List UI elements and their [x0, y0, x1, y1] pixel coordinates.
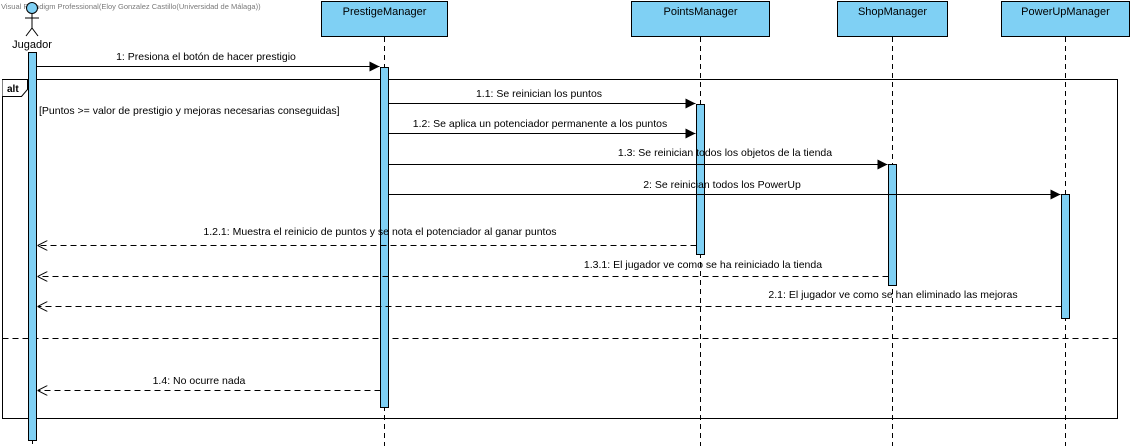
activation-jugador — [28, 52, 37, 441]
activation-prestigemanager — [380, 67, 389, 408]
message-1-3[interactable]: 1.3: Se reinician todos los objetos de l… — [388, 147, 888, 170]
activations — [28, 52, 1070, 441]
activation-pointsmanager — [696, 104, 705, 255]
participant-name: PowerUpManager — [1021, 6, 1110, 18]
fragment-operator-tab — [2, 79, 28, 97]
message-label: 1.3: Se reinician todos los objetos de l… — [618, 147, 832, 159]
watermark: Visual Paradigm Professional(Eloy Gonzal… — [1, 2, 261, 11]
participant-powerupmanager[interactable]: PowerUpManager — [1001, 1, 1130, 37]
fragment-frame — [2, 79, 1118, 419]
message-1-4[interactable]: 1.4: No ocurre nada — [37, 375, 381, 391]
message-label: 1.1: Se reinician los puntos — [476, 88, 602, 100]
actor-name: Jugador — [12, 39, 52, 51]
message-2[interactable]: 2: Se reinician todos los PowerUp — [388, 179, 1061, 200]
activation-shopmanager — [888, 164, 897, 286]
message-label: 1.4: No ocurre nada — [153, 375, 246, 387]
message-2-1[interactable]: 2.1: El jugador ve como se han eliminado… — [37, 289, 1062, 307]
participant-pointsmanager[interactable]: PointsManager — [631, 1, 770, 37]
participant-name: ShopManager — [858, 6, 927, 18]
participant-prestigemanager[interactable]: PrestigeManager — [321, 1, 448, 37]
participant-shopmanager[interactable]: ShopManager — [837, 1, 948, 37]
message-label: 1.2.1: Muestra el reinicio de puntos y s… — [203, 226, 556, 238]
actor-head — [26, 2, 38, 14]
message-label: 2.1: El jugador ve como se han eliminado… — [768, 289, 1017, 301]
message-label: 1.2: Se aplica un potenciador permanente… — [413, 118, 668, 130]
message-1-2-1[interactable]: 1.2.1: Muestra el reinicio de puntos y s… — [37, 226, 697, 246]
message-1-2[interactable]: 1.2: Se aplica un potenciador permanente… — [388, 118, 696, 139]
activation-powerupmanager — [1061, 194, 1070, 319]
participant-name: PrestigeManager — [343, 6, 427, 18]
message-label: 1.3.1: El jugador ve como se ha reinicia… — [584, 259, 822, 271]
message-1-3-1[interactable]: 1.3.1: El jugador ve como se ha reinicia… — [37, 259, 889, 277]
fragment-guard: [Puntos >= valor de prestigio y mejoras … — [39, 105, 340, 117]
message-1[interactable]: 1: Presiona el botón de hacer prestigio — [36, 51, 380, 72]
message-label: 2: Se reinician todos los PowerUp — [643, 179, 801, 191]
actor-jugador[interactable]: Jugador — [12, 2, 52, 52]
participant-name: PointsManager — [664, 6, 738, 18]
fragment-operator: alt — [7, 84, 19, 95]
alt-fragment[interactable]: alt [Puntos >= valor de prestigio y mejo… — [2, 79, 1118, 419]
message-label: 1: Presiona el botón de hacer prestigio — [116, 51, 296, 63]
message-1-1[interactable]: 1.1: Se reinician los puntos — [388, 88, 696, 109]
